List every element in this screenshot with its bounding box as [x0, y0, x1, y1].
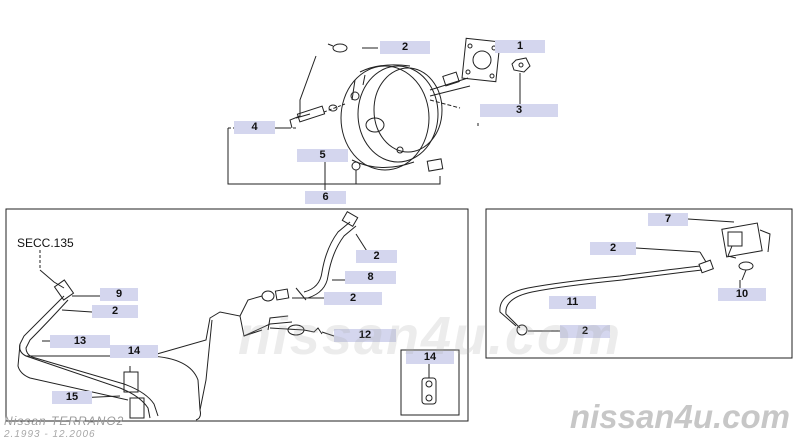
callout-1[interactable]: 1	[495, 40, 545, 53]
callout-6[interactable]: 6	[305, 191, 346, 204]
callout-12[interactable]: 12	[334, 329, 396, 342]
callout-2-hose-clamp[interactable]: 2	[560, 325, 610, 338]
nut	[511, 57, 531, 73]
callout-14-detail[interactable]: 14	[406, 351, 454, 364]
section-reference: SECC.135	[17, 236, 74, 250]
callout-11[interactable]: 11	[549, 296, 596, 309]
flex-hose	[303, 221, 351, 293]
callout-14[interactable]: 14	[110, 345, 158, 358]
production-range: 2.1993 - 12.2006	[4, 429, 96, 440]
tube-clamp	[123, 371, 139, 393]
callout-4[interactable]: 4	[234, 121, 275, 134]
callout-2-fitting[interactable]: 2	[324, 292, 382, 305]
callout-13[interactable]: 13	[50, 335, 110, 348]
callout-15[interactable]: 15	[52, 391, 92, 404]
sensor-hose-group	[499, 218, 771, 336]
brake-piping-group	[17, 210, 437, 421]
callout-2-sensor[interactable]: 2	[590, 242, 636, 255]
clip-detail-frame	[400, 349, 460, 416]
callout-3[interactable]: 3	[480, 104, 558, 117]
booster-shell	[340, 65, 430, 171]
sensor-body	[721, 222, 763, 258]
callout-10[interactable]: 10	[718, 288, 766, 301]
callout-2-top[interactable]: 2	[380, 41, 430, 54]
sensor-frame	[485, 208, 793, 359]
group-bracket-line	[227, 128, 441, 185]
callout-2-left[interactable]: 2	[92, 305, 138, 318]
mounting-plate	[461, 37, 501, 83]
callout-5[interactable]: 5	[297, 149, 348, 162]
callout-9[interactable]: 9	[100, 288, 138, 301]
callout-2-hose-top[interactable]: 2	[356, 250, 397, 263]
vacuum-hose	[499, 265, 701, 327]
callout-7[interactable]: 7	[648, 213, 688, 226]
callout-8[interactable]: 8	[345, 271, 396, 284]
piping-frame	[5, 208, 469, 422]
model-name: Nissan TERRANO2	[4, 414, 125, 428]
